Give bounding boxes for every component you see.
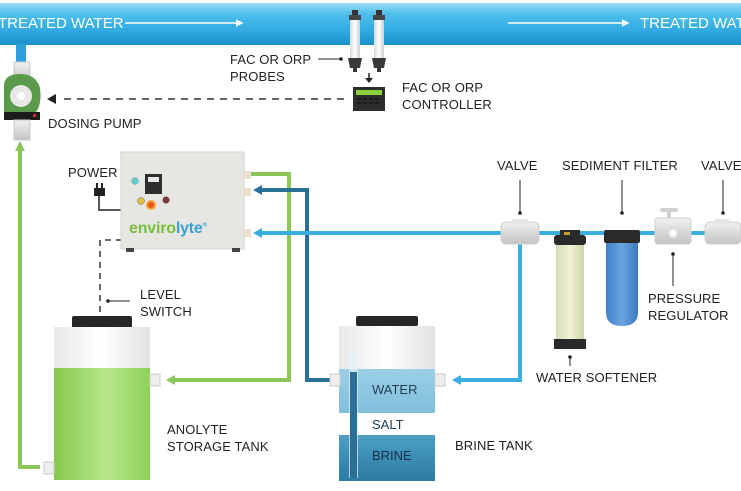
pressure-regulator-label-line1: PRESSURE bbox=[648, 291, 721, 306]
anolyte-feed-arrowhead bbox=[15, 141, 25, 151]
level-switch-leader-dot bbox=[106, 299, 110, 303]
brine-feed-line bbox=[461, 238, 522, 382]
brine-line-arrowhead bbox=[253, 185, 262, 195]
soft-water-arrowhead bbox=[253, 228, 262, 238]
anolyte-out-arrowhead bbox=[166, 375, 175, 385]
brine-layer-brine: BRINE bbox=[372, 448, 412, 463]
brine-line bbox=[262, 188, 340, 382]
envirolyte-generator bbox=[120, 151, 251, 252]
valve-right-label: VALVE bbox=[701, 158, 741, 173]
dosing-pump-label: DOSING PUMP bbox=[48, 116, 142, 131]
valve-left-label: VALVE bbox=[497, 158, 538, 173]
brine-tank bbox=[329, 316, 446, 481]
water-softener bbox=[554, 230, 586, 349]
logo-registered: ® bbox=[202, 222, 207, 229]
anolyte-tank-label: ANOLYTE STORAGE TANK bbox=[167, 421, 269, 455]
treated-water-pipe bbox=[0, 3, 741, 45]
pressure-regulator-label-line2: REGULATOR bbox=[648, 308, 729, 323]
sediment-filter bbox=[604, 230, 640, 326]
power-plug-icon bbox=[94, 183, 123, 214]
probes-leader-dot bbox=[339, 57, 343, 61]
power-label: POWER bbox=[68, 165, 118, 180]
valve-right-leader-dot bbox=[721, 211, 725, 215]
anolyte-tank-label-line2: STORAGE TANK bbox=[167, 439, 269, 454]
fac-orp-controller bbox=[353, 87, 385, 111]
sediment-filter-leader-dot bbox=[620, 211, 624, 215]
level-switch-label: LEVEL SWITCH bbox=[140, 286, 192, 320]
treated-water-label-right: TREATED WATER bbox=[640, 15, 741, 32]
valve-left-leader-dot bbox=[518, 211, 522, 215]
treated-water-label-left: TREATED WATER bbox=[0, 15, 124, 32]
logo-part2: lyte bbox=[175, 220, 203, 237]
controller-label-line1: FAC OR ORP bbox=[402, 80, 484, 95]
valve-right bbox=[704, 219, 741, 245]
level-switch-line bbox=[99, 239, 122, 312]
anolyte-feed-line bbox=[18, 150, 40, 469]
probes-label: FAC OR ORP PROBES bbox=[230, 51, 311, 85]
probes-label-line2: PROBES bbox=[230, 69, 285, 84]
brine-feed-arrowhead bbox=[452, 375, 461, 385]
pressure-regulator-label: PRESSURE REGULATOR bbox=[648, 290, 729, 324]
brine-layer-water: WATER bbox=[372, 382, 418, 397]
water-softener-label: WATER SOFTENER bbox=[536, 370, 658, 385]
valve-left bbox=[500, 219, 540, 245]
control-signal-arrowhead bbox=[47, 94, 56, 104]
sediment-filter-label: SEDIMENT FILTER bbox=[562, 158, 678, 173]
injection-line bbox=[16, 44, 26, 64]
dosing-pump bbox=[4, 61, 41, 141]
fac-orp-probes bbox=[348, 10, 386, 83]
logo-part1: enviro bbox=[129, 220, 176, 237]
brine-tank-label: BRINE TANK bbox=[455, 438, 533, 453]
envirolyte-logo: envirolyte® bbox=[129, 220, 207, 238]
anolyte-tank-label-line1: ANOLYTE bbox=[167, 422, 228, 437]
level-switch-label-line1: LEVEL bbox=[140, 287, 181, 302]
level-switch-label-line2: SWITCH bbox=[140, 304, 192, 319]
pressure-regulator bbox=[654, 208, 692, 245]
anolyte-storage-tank bbox=[43, 316, 161, 480]
controller-label-line2: CONTROLLER bbox=[402, 97, 492, 112]
anolyte-out-line bbox=[175, 172, 291, 382]
brine-layer-salt: SALT bbox=[372, 417, 404, 432]
probes-label-line1: FAC OR ORP bbox=[230, 52, 312, 67]
controller-label: FAC OR ORP CONTROLLER bbox=[402, 79, 492, 113]
